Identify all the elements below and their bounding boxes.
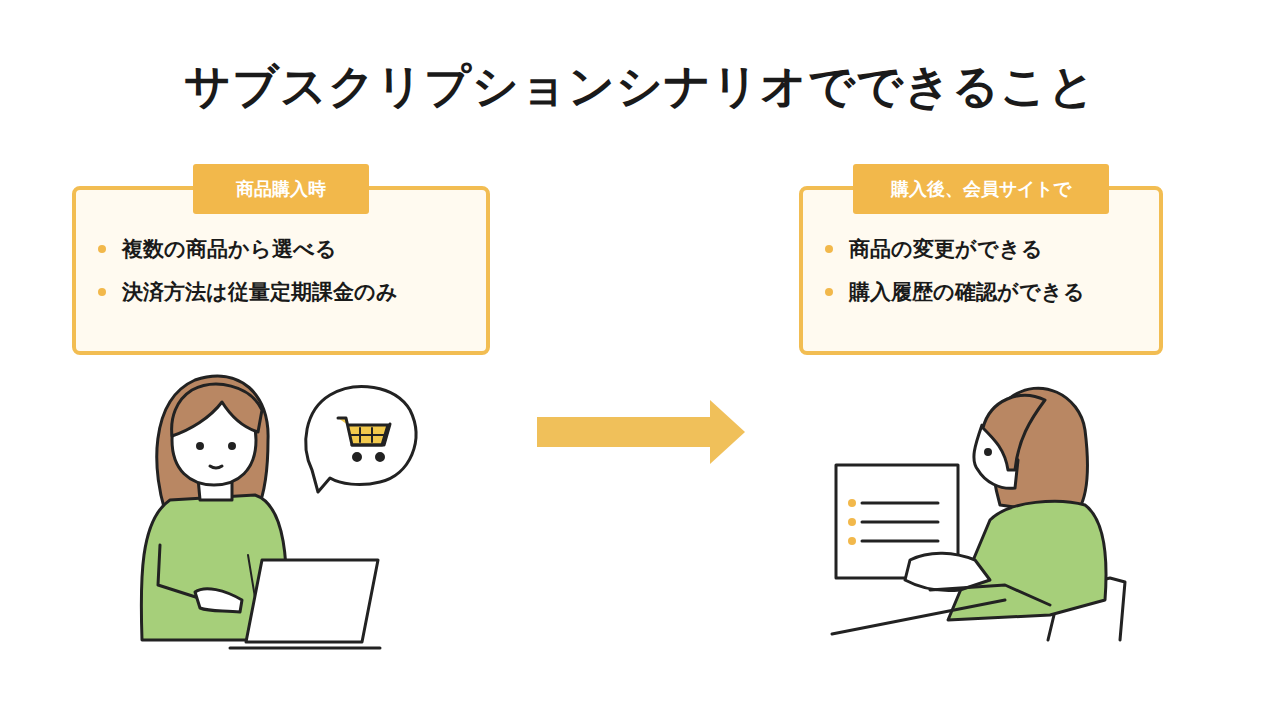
- bullet-dot: [98, 245, 106, 253]
- bullet-text: 購入履歴の確認ができる: [849, 278, 1085, 306]
- bullet-text: 決済方法は従量定期課金のみ: [122, 278, 398, 306]
- bullet-text: 複数の商品から選べる: [122, 235, 337, 263]
- diagram-title: サブスクリプションシナリオでできること: [0, 56, 1280, 118]
- box-heading: 商品購入時: [193, 164, 369, 214]
- box-heading: 購入後、会員サイトで: [853, 164, 1109, 214]
- flow-arrow: [537, 400, 745, 464]
- member-figure: [832, 388, 1125, 640]
- bullet-dot: [98, 288, 106, 296]
- feature-box: 購入後、会員サイトで商品の変更ができる購入履歴の確認ができる: [799, 186, 1163, 355]
- bullet-dot: [825, 245, 833, 253]
- shopper-figure: [141, 376, 416, 648]
- bullet-dot: [825, 288, 833, 296]
- feature-box: 商品購入時複数の商品から選べる決済方法は従量定期課金のみ: [72, 186, 490, 355]
- bullet-text: 商品の変更ができる: [849, 235, 1043, 263]
